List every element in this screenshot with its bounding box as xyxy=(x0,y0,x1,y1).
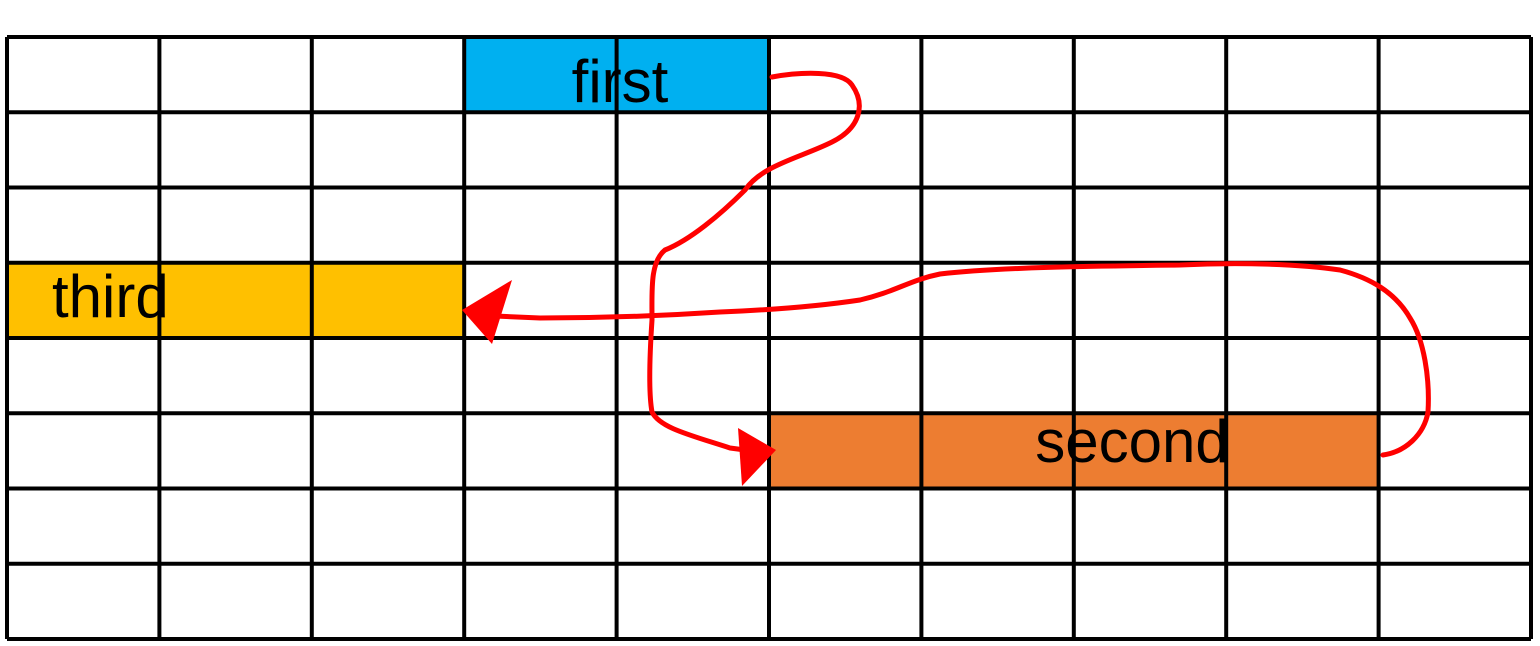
arrowhead-first-to-second xyxy=(738,428,776,486)
arrowhead-second-to-third xyxy=(462,280,512,344)
block-label-third: third xyxy=(52,263,169,330)
arrow-first-to-second xyxy=(647,70,862,455)
block-label-second: second xyxy=(1035,408,1228,475)
block-third xyxy=(7,262,465,338)
grid-layer xyxy=(5,35,1533,641)
arrows-layer xyxy=(462,70,1431,486)
arrow-second-to-third xyxy=(492,261,1431,458)
labels-layer: first second third xyxy=(52,48,1229,475)
block-label-first: first xyxy=(572,48,669,115)
